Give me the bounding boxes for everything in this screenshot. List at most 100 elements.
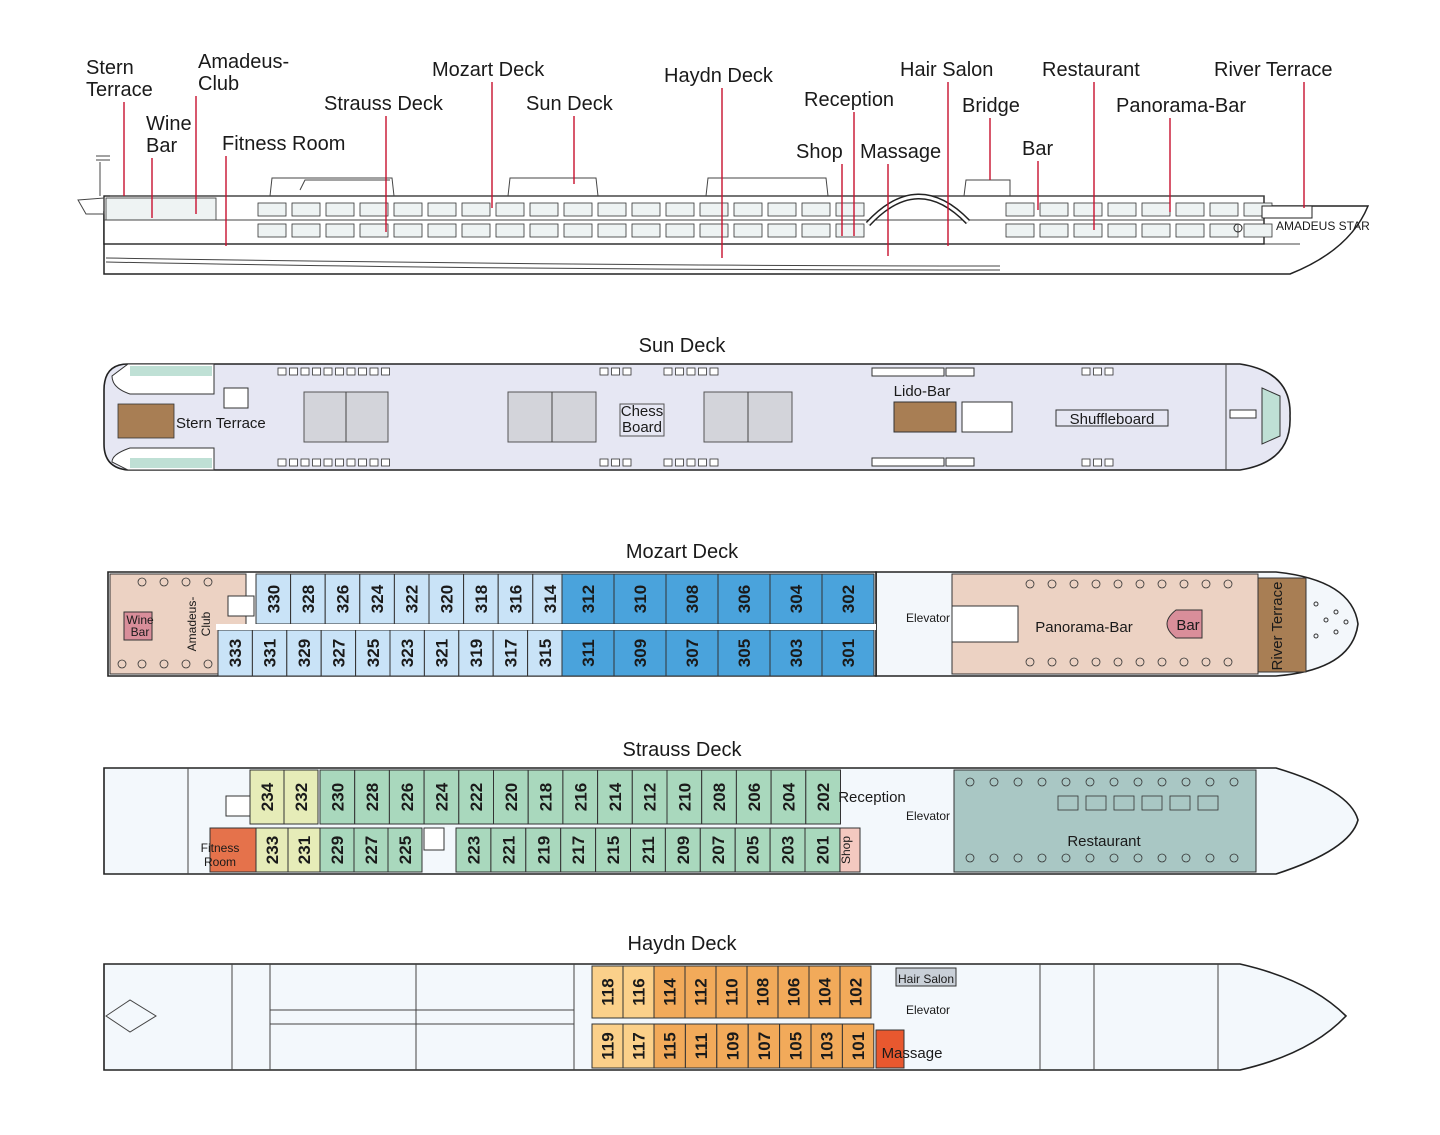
sun-lounger (358, 367, 367, 376)
cabin-number-314: 314 (541, 584, 560, 613)
table-icon (1109, 777, 1119, 787)
cabin-327 (320, 629, 357, 677)
table-icon (989, 777, 999, 787)
table-icon (159, 659, 169, 669)
table-icon (137, 659, 147, 669)
cabin-315 (527, 629, 563, 677)
sun-lounger (346, 458, 356, 467)
profile-window (801, 223, 831, 238)
bow-fixture (1333, 629, 1339, 635)
ship-profile: AMADEUS STAR SternTerraceWineBarAmadeus-… (77, 51, 1370, 275)
cabin-number-212: 212 (641, 783, 660, 811)
cabin-number-111: 111 (692, 1033, 711, 1060)
cabin-211 (630, 827, 666, 873)
cabin-215 (595, 827, 631, 873)
strauss-deck-title: Strauss Deck (623, 739, 743, 761)
cabin-number-218: 218 (537, 783, 556, 811)
profile-window (257, 202, 287, 217)
table-icon (1037, 777, 1047, 787)
profile-window (529, 202, 559, 217)
restaurant-table (1169, 795, 1191, 811)
table-icon (1069, 579, 1079, 589)
cabin-number-230: 230 (328, 783, 347, 811)
cabin-number-107: 107 (755, 1032, 774, 1060)
profile-window (597, 223, 627, 238)
cabin-number-207: 207 (709, 836, 728, 864)
amadeus-club-profile-label: Amadeus- (198, 51, 289, 73)
sun-lounger (381, 458, 390, 467)
table-icon (159, 577, 169, 587)
cabin-110 (715, 965, 748, 1019)
profile-window (1175, 223, 1205, 238)
cabin-310 (613, 573, 667, 625)
sun-deck-profile-label: Sun Deck (526, 93, 614, 115)
cabin-219 (525, 827, 562, 873)
table-icon (1085, 777, 1095, 787)
table-icon (1133, 853, 1143, 863)
restaurant-table (1113, 795, 1135, 811)
cabin-number-302: 302 (839, 585, 858, 613)
cabin-103 (810, 1023, 843, 1069)
cabin-number-110: 110 (723, 978, 742, 1005)
cabin-205 (734, 827, 771, 873)
profile-window (1141, 202, 1171, 217)
table-icon (1229, 777, 1239, 787)
cabin-106 (777, 965, 810, 1019)
profile-window (495, 202, 525, 217)
bow-fixture (1343, 619, 1349, 625)
table-icon (1013, 777, 1023, 787)
cabin-number-225: 225 (396, 836, 415, 864)
amadeus-club-line2: Club (199, 611, 213, 636)
cabin-number-203: 203 (779, 836, 798, 864)
cabin-212 (631, 769, 668, 825)
cabin-number-215: 215 (604, 836, 623, 864)
table-icon (1205, 777, 1215, 787)
cabin-number-204: 204 (779, 782, 798, 811)
profile-window (1209, 202, 1239, 217)
cabin-number-118: 118 (599, 978, 618, 1005)
cabin-232 (283, 769, 319, 825)
cabin-116 (622, 965, 655, 1019)
bow-fixture (1313, 633, 1319, 639)
cabin-number-227: 227 (362, 836, 381, 864)
sun-lounger (277, 458, 287, 467)
cabin-number-303: 303 (787, 639, 806, 667)
cabin-326 (324, 573, 361, 625)
table-icon (1109, 853, 1119, 863)
table-icon (1133, 777, 1143, 787)
profile-window (393, 223, 423, 238)
table-icon (1047, 579, 1057, 589)
cabin-207 (699, 827, 736, 873)
sun-lounger (358, 458, 367, 467)
restaurant-table (1057, 795, 1079, 811)
cabin-331 (251, 629, 288, 677)
cabin-307 (665, 629, 719, 677)
sun-deck-plan: Sun Deck Stern Terrace Chess Board Lido-… (103, 335, 1291, 471)
profile-window (767, 223, 797, 238)
cabin-102 (839, 965, 872, 1019)
sun-lounger (335, 458, 344, 467)
restaurant-table (1085, 795, 1107, 811)
profile-window (1141, 223, 1171, 238)
table-icon (203, 577, 213, 587)
profile-window (1039, 223, 1069, 238)
table-icon (1113, 579, 1123, 589)
cabin-115 (653, 1023, 686, 1069)
cabin-301 (821, 629, 875, 677)
cabin-number-331: 331 (261, 639, 280, 667)
cabin-number-221: 221 (499, 836, 518, 864)
cabin-number-325: 325 (364, 639, 383, 667)
amadeus-club-line1: Amadeus- (185, 597, 199, 652)
table-icon (1201, 657, 1211, 667)
cabin-209 (664, 827, 701, 873)
mozart-deck-profile-label: Mozart Deck (432, 59, 545, 81)
profile-window (665, 223, 695, 238)
cabin-number-327: 327 (329, 639, 348, 667)
cabin-number-233: 233 (263, 836, 282, 864)
table-icon (1157, 657, 1167, 667)
table-icon (1069, 657, 1079, 667)
table-icon (989, 853, 999, 863)
table-icon (1223, 657, 1233, 667)
table-icon (1037, 853, 1047, 863)
